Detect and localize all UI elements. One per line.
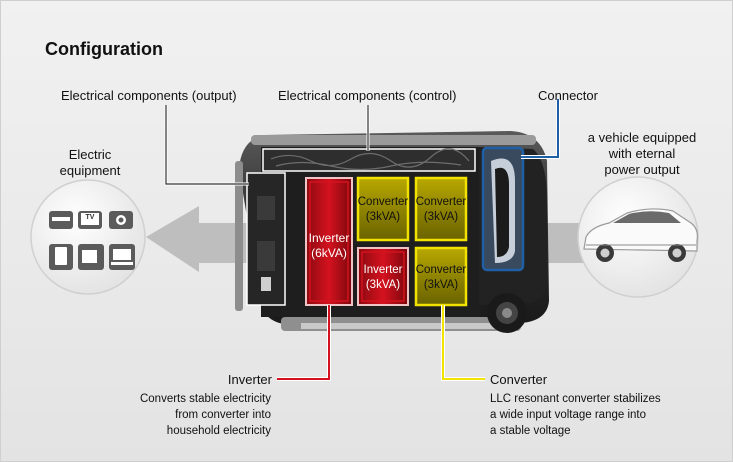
label-control-components: Electrical components (control): [278, 88, 457, 103]
converter-2-line2: (3kVA): [423, 211, 459, 223]
equipment-label-line1: Electric: [68, 147, 112, 162]
callout-inverter-description: Converts stable electricity from convert…: [101, 391, 271, 439]
callout-converter-line1: LLC resonant converter stabilizes: [490, 393, 661, 405]
converter-2-box: [414, 176, 468, 242]
inverter-main-line1: Inverter: [308, 231, 350, 245]
converter-2-text: Converter (3kVA): [413, 195, 469, 225]
converter-2-line1: Converter: [415, 196, 467, 208]
label-output-components: Electrical components (output): [61, 88, 237, 103]
inverter-small-box: [357, 247, 409, 306]
callout-converter-title: Converter: [490, 372, 548, 387]
converter-1-line1: Converter: [357, 196, 409, 208]
label-electric-equipment: Electric equipment: [46, 147, 134, 179]
callout-inverter-title: Inverter: [227, 372, 272, 387]
converter-3-line2: (3kVA): [423, 279, 459, 291]
callout-inverter-line2: from converter into: [175, 409, 271, 421]
tv-icon-label: TV: [85, 214, 95, 221]
inverter-small-text: Inverter (3kVA): [355, 263, 411, 293]
connector-box: [481, 146, 525, 272]
inverter-small-line2: (3kVA): [365, 279, 401, 291]
converter-3-line1: Converter: [415, 264, 467, 276]
inverter-main-box: [305, 177, 353, 306]
equipment-label-line2: equipment: [59, 163, 121, 178]
converter-1-box: [356, 176, 410, 242]
callout-converter-description: LLC resonant converter stabilizes a wide…: [490, 391, 690, 439]
equipment-circle: [30, 179, 146, 295]
inverter-main-text: Inverter (6kVA): [303, 231, 355, 261]
label-vehicle: a vehicle equipped with eternal power ou…: [576, 130, 708, 178]
inverter-small-line1: Inverter: [363, 264, 403, 276]
inverter-main-line2: (6kVA): [311, 246, 347, 260]
converter-1-text: Converter (3kVA): [355, 195, 411, 225]
page-title: Configuration: [45, 39, 163, 59]
callout-converter-line3: a stable voltage: [490, 425, 571, 437]
vehicle-label-line1: a vehicle equipped: [587, 130, 697, 145]
leader-lines: [164, 99, 560, 381]
label-connector: Connector: [538, 88, 598, 103]
vehicle-label-line3: power output: [604, 162, 680, 177]
converter-1-line2: (3kVA): [365, 211, 401, 223]
converter-3-text: Converter (3kVA): [413, 263, 469, 293]
vehicle-label-line2: with eternal: [608, 146, 676, 161]
callout-inverter-line1: Converts stable electricity: [139, 393, 271, 405]
callout-converter-line2: a wide input voltage range into: [490, 409, 646, 421]
callout-inverter-line3: household electricity: [166, 425, 271, 437]
car-icon: [583, 208, 698, 262]
vehicle-circle: [577, 176, 699, 298]
